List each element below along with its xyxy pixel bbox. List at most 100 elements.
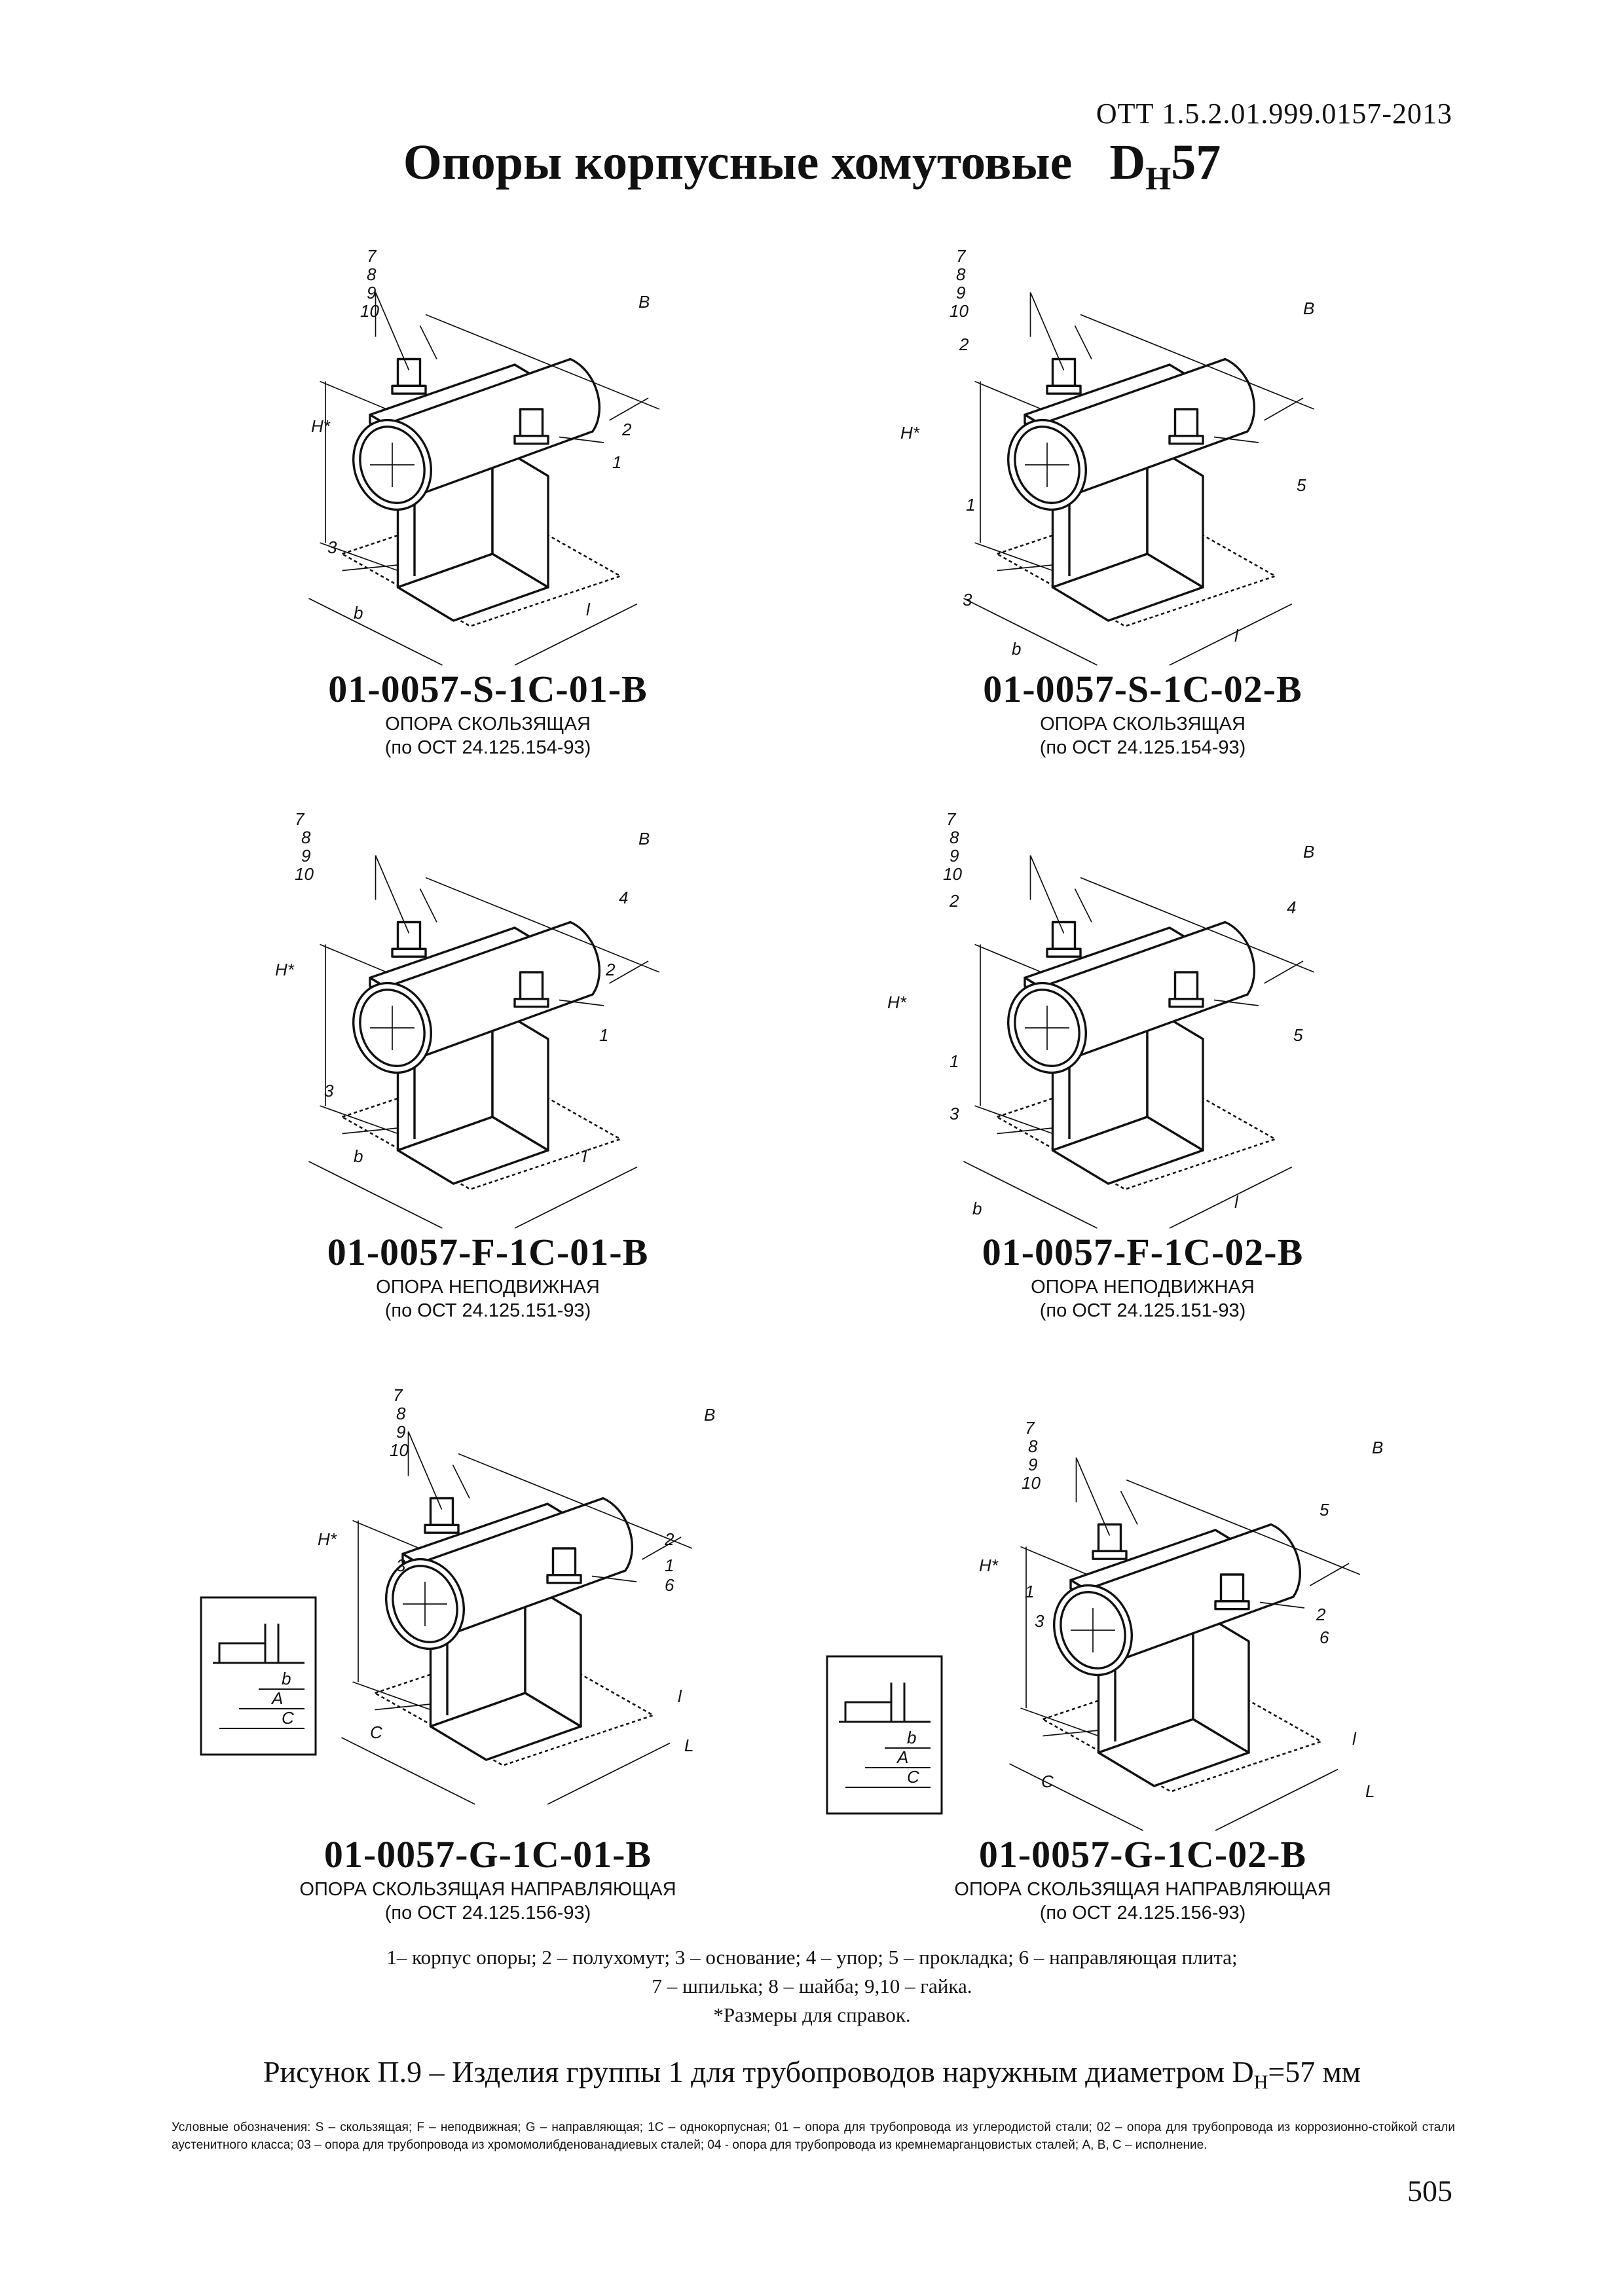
label-2: 2 — [949, 891, 959, 911]
label-B: B — [1303, 299, 1314, 318]
figure-code: 01-0057-F-1C-01-B — [327, 1231, 649, 1273]
figure-type: ОПОРА НЕПОДВИЖНАЯ — [1031, 1277, 1255, 1298]
label-2: 2 — [959, 335, 969, 354]
label-9: 9 — [956, 283, 965, 302]
support-drawing-s-02: 7 8 9 10 B 2 5 1 3 H* b l — [900, 246, 1316, 666]
figure-type: ОПОРА СКОЛЬЗЯЩАЯ НАПРАВЛЯЮЩАЯ — [954, 1879, 1331, 1900]
label-B: B — [704, 1405, 715, 1425]
label-5: 5 — [1297, 475, 1306, 495]
label-10: 10 — [1022, 1473, 1041, 1493]
figure-standard: (по ОСТ 24.125.154-93) — [384, 737, 591, 758]
guide-detail-inset — [826, 1655, 943, 1815]
figure-s-02: 7 8 9 10 B 2 5 1 3 H* b l 01-0057-S-1C-0… — [815, 242, 1470, 779]
title-main: Опоры корпусные хомутовые — [403, 135, 1073, 190]
support-drawing-f-01: 7 8 9 10 B 4 2 1 3 H* b l — [275, 809, 661, 1230]
label-2: 2 — [1316, 1605, 1326, 1624]
label-3: 3 — [950, 1104, 959, 1123]
parts-legend: 1– корпус опоры; 2 – полухомут; 3 – осно… — [0, 1943, 1624, 2030]
label-7: 7 — [946, 809, 957, 829]
figure-standard: (по ОСТ 24.125.151-93) — [384, 1300, 591, 1321]
label-B: B — [1303, 842, 1314, 862]
figure-g-02: b A C 7 8 9 10 B 5 2 6 1 3 H* C l L 01-0… — [815, 1381, 1470, 1931]
label-5: 5 — [1320, 1500, 1329, 1520]
page-title: Опоры корпусные хомутовые DН57 — [0, 134, 1624, 197]
label-2: 2 — [664, 1529, 674, 1549]
label-10: 10 — [295, 864, 314, 884]
label-l: l — [1234, 1192, 1239, 1212]
label-B: B — [1372, 1438, 1383, 1457]
label-b: b — [1012, 639, 1021, 659]
label-b: b — [907, 1728, 916, 1747]
label-4: 4 — [619, 888, 628, 907]
title-d: D — [1109, 135, 1146, 190]
doc-number: ОТТ 1.5.2.01.999.0157-2013 — [1096, 98, 1452, 130]
figure-caption: Рисунок П.9 – Изделия группы 1 для трубо… — [0, 2054, 1624, 2094]
figure-code: 01-0057-S-1C-02-B — [983, 668, 1302, 710]
label-7: 7 — [295, 809, 305, 829]
label-C: C — [370, 1722, 382, 1742]
label-1: 1 — [966, 495, 975, 515]
label-H: H* — [275, 960, 295, 979]
label-1: 1 — [599, 1025, 608, 1045]
label-A: A — [270, 1688, 283, 1708]
label-H: H* — [318, 1529, 337, 1549]
label-C: C — [907, 1767, 919, 1787]
label-b: b — [354, 1146, 363, 1166]
label-8: 8 — [301, 828, 311, 847]
figure-code: 01-0057-S-1C-01-B — [328, 668, 648, 710]
label-1: 1 — [612, 452, 621, 472]
notation-notes: Условные обозначения: S – скользящая; F … — [172, 2121, 1455, 2152]
label-8: 8 — [950, 828, 959, 847]
figure-f-02: 7 8 9 10 B 2 4 5 1 3 H* b l 01-0057-F-1C… — [815, 805, 1470, 1342]
label-H: H* — [311, 416, 331, 436]
label-9: 9 — [1028, 1455, 1037, 1474]
figure-caption-text: Рисунок П.9 – Изделия группы 1 для трубо… — [263, 2055, 1254, 2088]
label-7: 7 — [393, 1385, 403, 1405]
label-C: C — [1041, 1772, 1054, 1791]
label-8: 8 — [956, 264, 966, 284]
label-8: 8 — [396, 1404, 406, 1423]
figure-standard: (по ОСТ 24.125.151-93) — [1039, 1300, 1246, 1321]
figure-type: ОПОРА СКОЛЬЗЯЩАЯ НАПРАВЛЯЮЩАЯ — [299, 1879, 676, 1900]
label-B: B — [638, 292, 650, 312]
label-9: 9 — [301, 846, 310, 866]
label-6: 6 — [1320, 1628, 1329, 1647]
label-b: b — [282, 1669, 291, 1688]
label-3: 3 — [324, 1081, 334, 1101]
label-10: 10 — [950, 301, 969, 321]
label-9: 9 — [367, 283, 376, 302]
figure-type: ОПОРА СКОЛЬЗЯЩАЯ — [385, 714, 591, 735]
label-8: 8 — [367, 264, 377, 284]
label-l: l — [586, 600, 591, 619]
label-H: H* — [887, 993, 907, 1012]
label-b: b — [354, 603, 363, 623]
page-number: 505 — [1407, 2174, 1452, 2208]
label-10: 10 — [943, 864, 962, 884]
guide-detail-inset — [200, 1596, 317, 1756]
label-l: l — [583, 1146, 587, 1166]
figure-code: 01-0057-G-1C-02-B — [978, 1833, 1307, 1876]
label-1: 1 — [1025, 1582, 1034, 1601]
label-8: 8 — [1028, 1436, 1038, 1456]
label-l: l — [678, 1686, 682, 1706]
label-2: 2 — [605, 960, 616, 979]
label-B: B — [638, 829, 650, 848]
figure-standard: (по ОСТ 24.125.156-93) — [1039, 1903, 1246, 1923]
figure-code: 01-0057-F-1C-02-B — [982, 1231, 1304, 1273]
label-5: 5 — [1293, 1025, 1303, 1045]
support-drawing-s-01: 7 8 9 10 B 2 1 3 H* b l — [307, 246, 661, 666]
figure-caption-tail: =57 мм — [1268, 2055, 1361, 2088]
legend-line-1: 1– корпус опоры; 2 – полухомут; 3 – осно… — [386, 1946, 1238, 1969]
figure-type: ОПОРА НЕПОДВИЖНАЯ — [376, 1277, 600, 1298]
label-3: 3 — [1035, 1611, 1044, 1631]
label-7: 7 — [956, 246, 967, 266]
label-b: b — [972, 1199, 982, 1218]
legend-line-2: 7 – шпилька; 8 – шайба; 9,10 – гайка. — [652, 1975, 972, 1997]
support-drawing-f-02: 7 8 9 10 B 2 4 5 1 3 H* b l — [887, 809, 1316, 1230]
label-9: 9 — [396, 1422, 405, 1442]
title-num: 57 — [1171, 135, 1221, 190]
label-3: 3 — [396, 1556, 406, 1575]
figure-standard: (по ОСТ 24.125.156-93) — [384, 1903, 591, 1923]
label-H: H* — [979, 1556, 999, 1575]
label-4: 4 — [1287, 898, 1296, 917]
